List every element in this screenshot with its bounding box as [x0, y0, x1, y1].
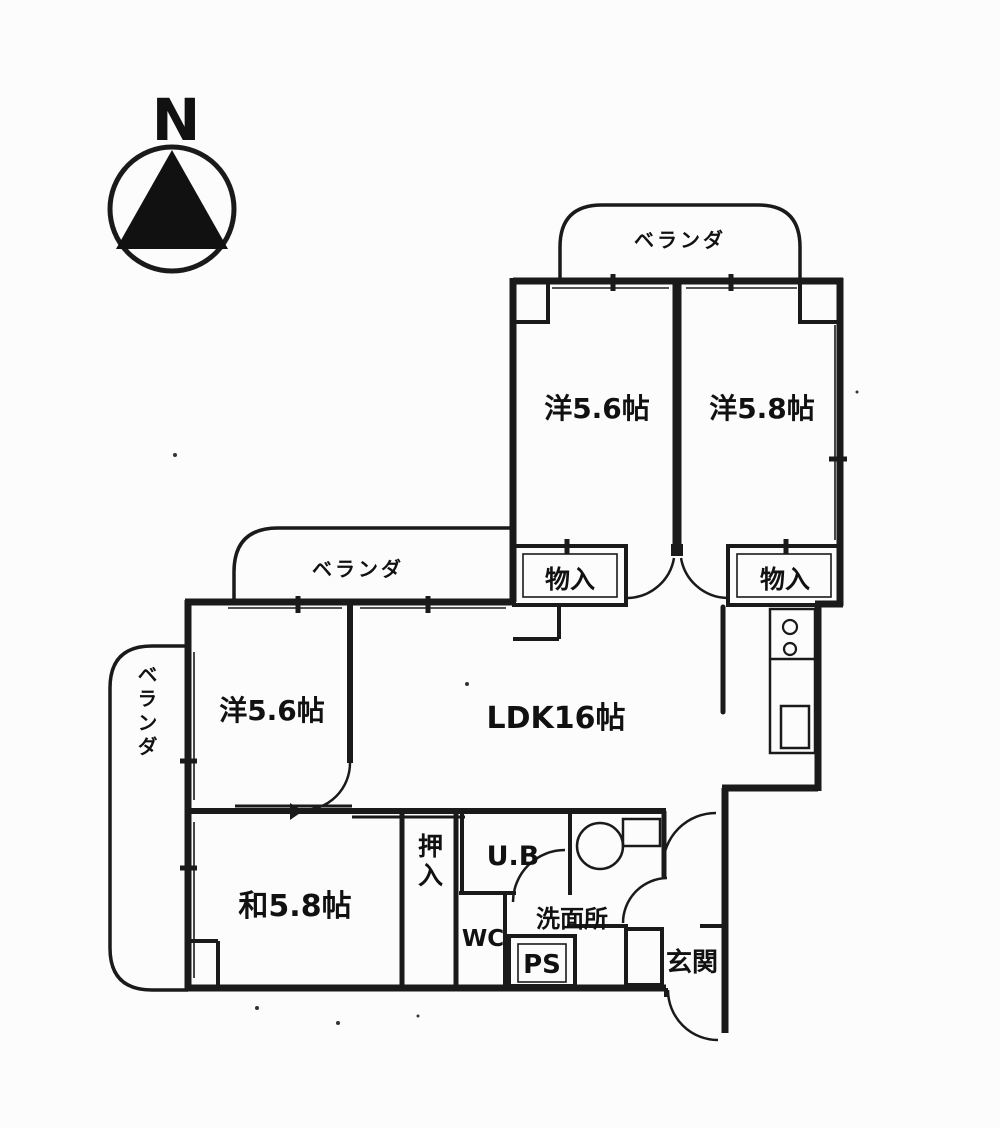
veranda-left: ベランダ — [108, 644, 188, 992]
door-arc-unit-bath — [511, 848, 566, 903]
veranda-left-outline — [108, 644, 188, 992]
room-label-storage-left: 物入 — [545, 565, 595, 594]
storage-left-box — [512, 544, 628, 607]
door-arc-hallway — [661, 811, 717, 867]
room-label-japanese-room: 和5.8帖 — [238, 889, 351, 924]
speck — [336, 1021, 340, 1025]
room-label-storage-right: 物入 — [760, 565, 810, 594]
speck — [465, 682, 469, 686]
north-letter: N — [152, 86, 201, 154]
stove-burner-icon — [781, 618, 799, 636]
kitchen-sink — [779, 704, 811, 750]
speck — [173, 453, 177, 457]
door-arc-bedroom-left — [627, 557, 676, 600]
speck — [855, 390, 859, 394]
pillar-under-storage — [513, 604, 561, 641]
sliding-door-tick — [290, 803, 303, 820]
vanity-cabinet — [621, 817, 662, 848]
veranda-top-label: ベランダ — [634, 228, 726, 252]
door-arc-west-room — [302, 762, 352, 812]
veranda-middle: ベランダ — [232, 526, 513, 600]
speck — [416, 1014, 420, 1018]
room-label-ps: PS — [523, 950, 561, 980]
room-label-ldk: LDK16帖 — [486, 701, 625, 736]
kitchen — [720, 604, 817, 755]
compass-circle — [107, 144, 237, 274]
shoe-cabinet — [624, 927, 664, 987]
door-arc-entrance — [666, 989, 719, 1042]
speck — [255, 1006, 259, 1010]
veranda-top: ベランダ — [558, 203, 802, 278]
ps-box-inner — [517, 943, 567, 983]
bottom-band — [185, 803, 725, 1042]
pillar-top-right — [798, 281, 841, 324]
compass-triangle-icon — [116, 150, 228, 249]
stove-burner-icon — [782, 641, 798, 657]
corner-notch-bottom-left — [188, 939, 220, 986]
scan-specks — [173, 390, 859, 1025]
veranda-left-label: ベランダ — [134, 664, 158, 760]
door-arc-washroom — [621, 876, 668, 924]
kitchen-counter — [768, 607, 817, 755]
room-label-unit-bath: U.B — [487, 841, 540, 872]
ps-box — [507, 934, 577, 988]
room-label-bedroom-top-right: 洋5.8帖 — [709, 392, 815, 425]
veranda-middle-outline — [232, 526, 513, 600]
room-label-bedroom-top-left: 洋5.6帖 — [544, 392, 650, 425]
room-label-bedroom-west: 洋5.6帖 — [219, 694, 325, 727]
room-label-washroom: 洗面所 — [536, 905, 608, 933]
north-arrow: N — [107, 86, 237, 274]
room-label-entrance: 玄関 — [666, 947, 718, 978]
top-bedrooms — [512, 274, 847, 641]
door-arc-bedroom-right — [679, 557, 728, 600]
veranda-middle-label: ベランダ — [312, 557, 404, 581]
storage-left-box-inner — [522, 553, 618, 598]
pillar-top-left — [515, 281, 550, 324]
washbasin-icon — [575, 821, 625, 871]
middle-block — [180, 596, 506, 978]
room-label-wc: WC — [462, 926, 504, 952]
door-post — [671, 544, 683, 556]
room-label-oshiire: 押入 — [415, 833, 444, 891]
veranda-top-outline — [558, 203, 802, 278]
